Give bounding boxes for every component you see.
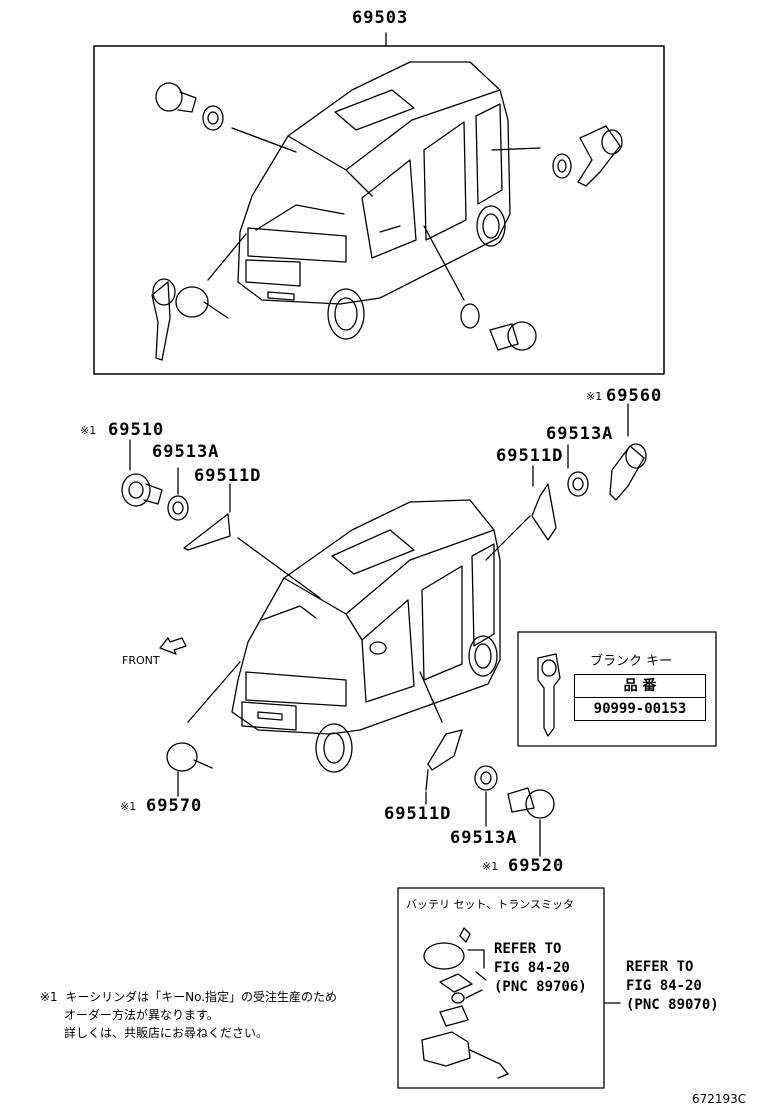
ref-inner: REFER TO FIG 84-20 (PNC 89706)	[494, 940, 587, 997]
label-69510: 69510	[108, 420, 165, 440]
blank-key-part-no: 90999-00153	[574, 697, 706, 721]
mark-69520: ※1	[482, 860, 499, 873]
label-69511d-left: 69511D	[194, 466, 262, 486]
ref-inner-line-3: (PNC 89706)	[494, 979, 587, 995]
footnote-line-3: 詳しくは、共販店にお尋ねください。	[64, 1026, 269, 1040]
label-69570: 69570	[146, 796, 203, 816]
blank-key-col-header: 品 番	[574, 674, 706, 698]
ref-outer: REFER TO FIG 84-20 (PNC 89070)	[626, 958, 719, 1015]
footnote: ※1 キーシリンダは「キーNo.指定」の受注生産のため オーダー方法が異なります…	[40, 988, 337, 1042]
ref-inner-line-2: FIG 84-20	[494, 960, 570, 976]
label-69513a-bottom: 69513A	[450, 828, 518, 848]
blank-key-frame	[517, 631, 717, 747]
ref-outer-line-1: REFER TO	[626, 959, 694, 975]
battery-set-drawing	[421, 927, 621, 1079]
middle-parts	[121, 403, 647, 857]
top-van-drawing	[237, 61, 511, 340]
blank-key-drawing	[537, 653, 561, 737]
footnote-mark: ※1	[40, 990, 58, 1004]
mark-69570: ※1	[120, 800, 137, 813]
label-69511d-bottom: 69511D	[384, 804, 452, 824]
mark-69510: ※1	[80, 424, 97, 437]
blank-key-title: ブランク キー	[590, 654, 673, 669]
battery-set-title: バッテリ セット、トランスミッタ	[406, 898, 575, 911]
battery-set-frame	[397, 887, 605, 1089]
label-front: FRONT	[122, 654, 160, 667]
footnote-line-1: キーシリンダは「キーNo.指定」の受注生産のため	[65, 990, 338, 1004]
label-69513a-left: 69513A	[152, 442, 220, 462]
middle-van-drawing	[231, 499, 501, 773]
figure-code: 672193C	[692, 1092, 747, 1106]
label-69520: 69520	[508, 856, 565, 876]
ref-outer-line-3: (PNC 89070)	[626, 997, 719, 1013]
label-69511d-right: 69511D	[496, 446, 564, 466]
ref-inner-line-1: REFER TO	[494, 941, 562, 957]
set-69503-frame	[93, 45, 665, 375]
top-set-parts	[151, 82, 623, 361]
ref-outer-line-2: FIG 84-20	[626, 978, 702, 994]
label-69513a-right: 69513A	[546, 424, 614, 444]
label-69503: 69503	[352, 8, 409, 28]
mark-69560: ※1	[586, 390, 603, 403]
label-69560: 69560	[606, 386, 663, 406]
footnote-line-2: オーダー方法が異なります。	[64, 1008, 219, 1022]
